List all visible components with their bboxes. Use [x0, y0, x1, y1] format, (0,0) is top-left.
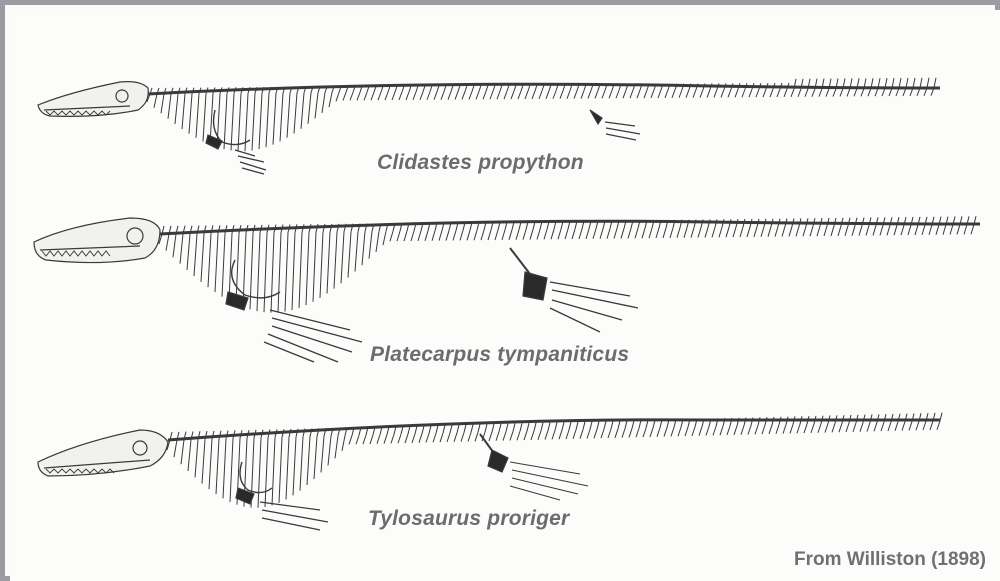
source-credit: From Williston (1898): [794, 549, 986, 570]
caption-clidastes: Clidastes propython: [377, 151, 584, 174]
caption-platecarpus: Platecarpus tympaniticus: [370, 343, 630, 366]
skeleton-platecarpus: [33, 216, 981, 363]
skeleton-drawings: [33, 77, 981, 531]
skeleton-clidastes: [37, 77, 941, 175]
illustration-plate: Clidastes propython Platecarpus tympanit…: [10, 10, 1000, 581]
caption-tylosaurus: Tylosaurus proriger: [368, 507, 570, 530]
skeleton-tylosaurus: [37, 412, 943, 531]
